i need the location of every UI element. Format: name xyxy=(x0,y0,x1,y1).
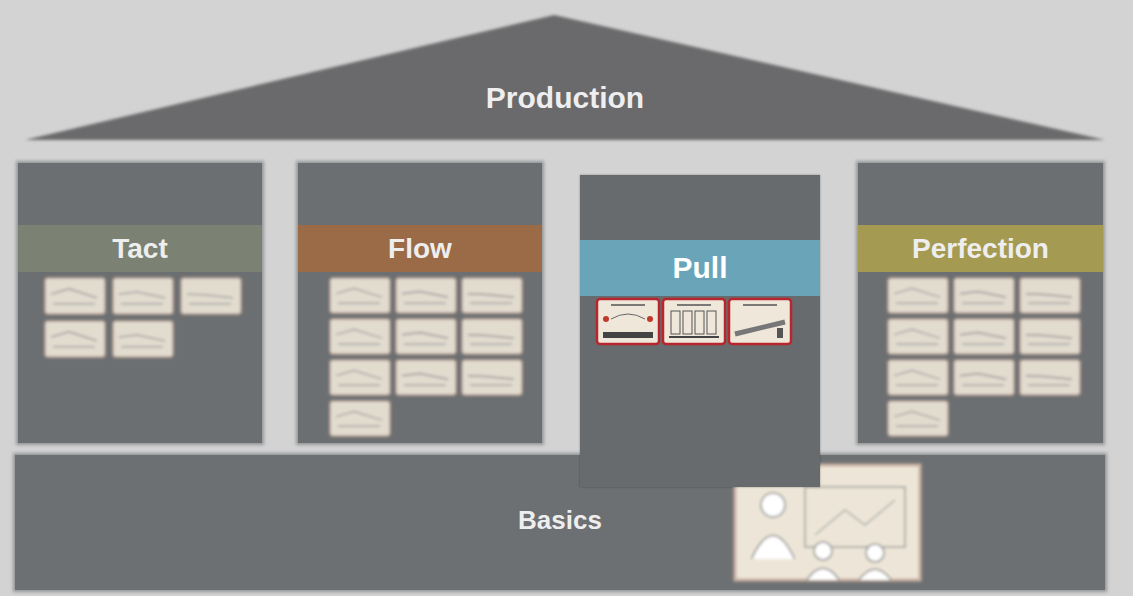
pillar-heading: Pull xyxy=(580,240,820,296)
foundation-title: Basics xyxy=(15,505,1105,535)
method-card xyxy=(330,360,390,395)
method-card xyxy=(663,299,725,344)
roof-outline xyxy=(25,15,1105,140)
method-card xyxy=(330,319,390,354)
method-card xyxy=(888,319,948,354)
method-card xyxy=(113,321,173,357)
method-card xyxy=(888,401,948,436)
method-card xyxy=(396,278,456,313)
method-card xyxy=(330,278,390,313)
method-card xyxy=(954,278,1014,313)
method-card xyxy=(1020,360,1080,395)
method-cards xyxy=(858,163,1103,443)
method-cards xyxy=(298,163,542,443)
method-card xyxy=(45,321,105,357)
method-card xyxy=(181,278,241,314)
pillar-box: Perfection xyxy=(858,163,1103,443)
method-card xyxy=(462,278,522,313)
pillar-box: Flow xyxy=(298,163,542,443)
method-card xyxy=(462,360,522,395)
pillar-heading: Perfection xyxy=(858,225,1103,272)
method-card xyxy=(462,319,522,354)
pillar-heading: Tact xyxy=(18,225,262,272)
method-cards xyxy=(18,163,262,443)
method-cards xyxy=(580,175,820,487)
method-card xyxy=(597,299,659,344)
method-card xyxy=(888,360,948,395)
method-card xyxy=(396,360,456,395)
method-card xyxy=(1020,278,1080,313)
method-card xyxy=(888,278,948,313)
method-card xyxy=(729,299,791,344)
foundation-band: Basics xyxy=(15,455,1105,590)
method-card xyxy=(330,401,390,436)
pillar-box: Pull xyxy=(580,175,820,487)
roof-title: Production xyxy=(25,81,1105,115)
method-card xyxy=(396,319,456,354)
roof-shape: Production xyxy=(25,15,1105,140)
pillar-heading: Flow xyxy=(298,225,542,272)
method-card xyxy=(1020,319,1080,354)
pillar-box: Tact xyxy=(18,163,262,443)
method-card xyxy=(954,319,1014,354)
method-card xyxy=(954,360,1014,395)
method-card xyxy=(113,278,173,314)
method-card xyxy=(45,278,105,314)
